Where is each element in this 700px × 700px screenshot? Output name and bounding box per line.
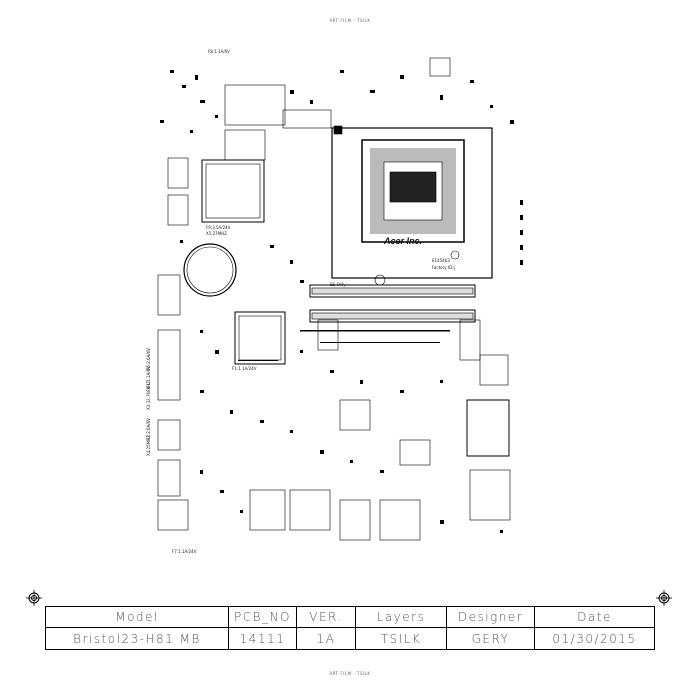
chipset-outline [201,159,265,223]
header-designer: Designer [447,607,535,628]
title-block: Model PCB_NO VER. Layers Designer Date B… [45,606,655,650]
value-designer: GERY [447,628,535,649]
cpu-socket-outline [331,127,493,279]
silk-label-f9: F9:3.5A/24V [206,225,231,230]
factory-id-label: Factory ID:J [432,265,455,270]
silk-label-f7: F7:1.1A/24V [172,549,197,554]
art-film-label-top: ART FILM - TSILK [329,18,371,23]
value-date: 01/30/2015 [552,631,637,646]
value-pcb-no: 14111 [229,628,297,649]
registration-mark-right-icon [656,590,672,606]
pcb-silkscreen-drawing [157,57,523,541]
silk-label-x1: X1:27MHZ [206,231,227,236]
silk-label-x4: X4:25MHZ [146,435,151,456]
brand-label: Acer Inc. [384,236,423,246]
value-model: Bristol23-H81 MB [46,628,229,649]
silk-label-f1b: F1:1.1A/6V [146,366,151,388]
ul-code-label: E145463 [432,258,450,263]
cmos-battery-outline [183,243,237,297]
header-pcb-no: PCB_NO [229,607,297,628]
silk-label-f8: F8:1.1A/6V [208,49,230,54]
value-ver: 1A [297,628,356,649]
silk-label-f1: F1:1.1A/24V [232,366,257,371]
registration-mark-left-icon [26,590,42,606]
header-date: Date [535,607,654,628]
header-model: Model [46,607,229,628]
header-layers: Layers [356,607,447,628]
value-layers: TSILK [356,628,447,649]
pch-outline [234,311,286,365]
art-film-label-bottom: ART FILM - TSILK [329,671,371,676]
header-ver: VER. [297,607,356,628]
silk-label-ee: EE-Only [330,282,346,287]
